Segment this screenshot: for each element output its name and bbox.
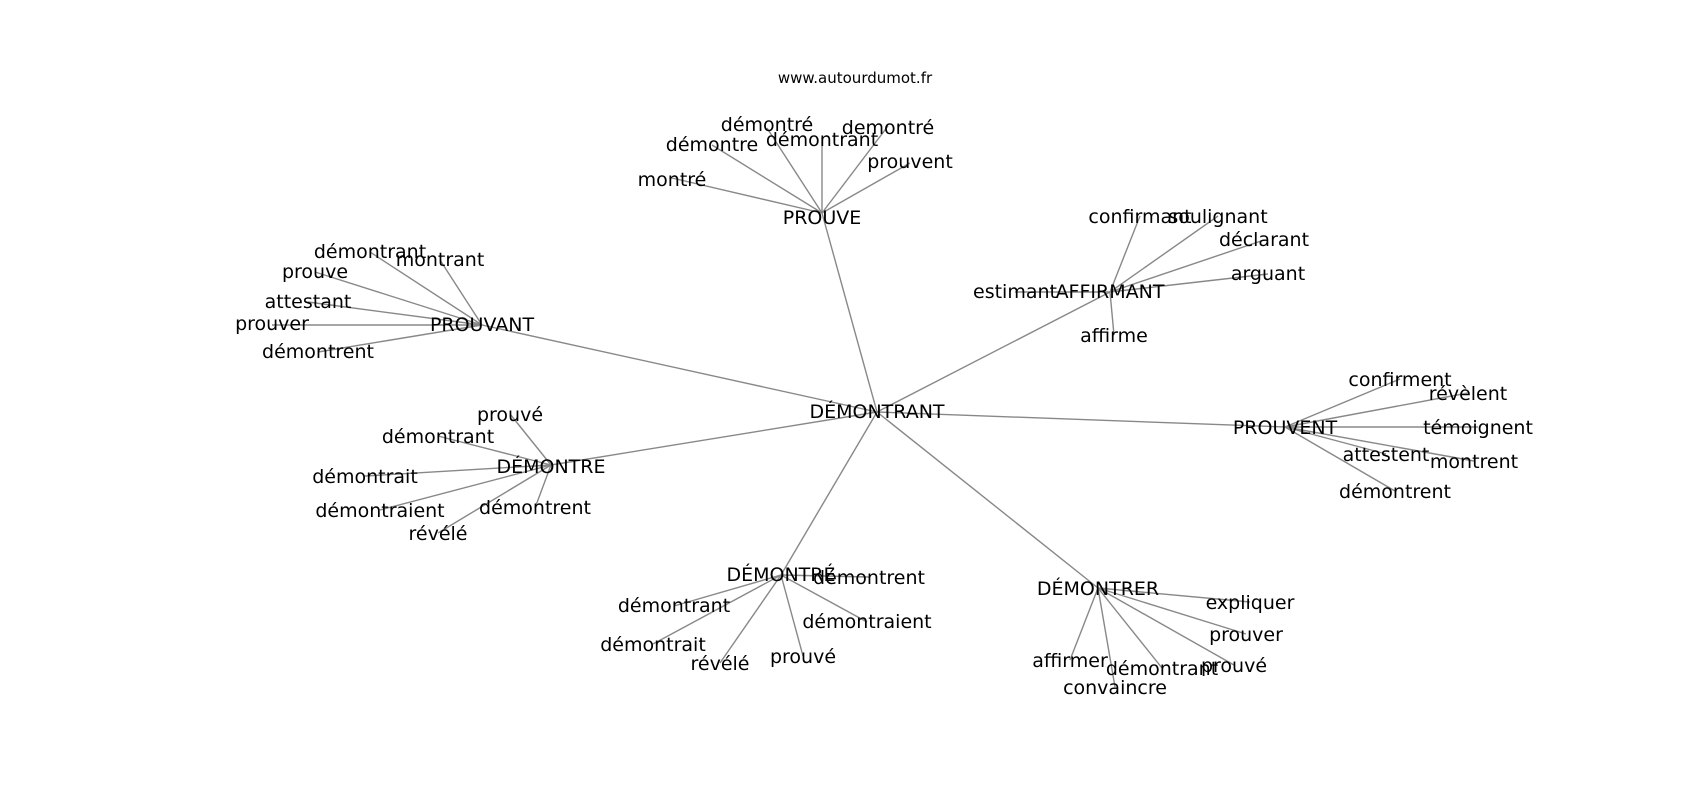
edge-center-demontrer: [876, 411, 1099, 589]
edge-center-prouve: [821, 212, 878, 413]
edge-demontre-leaf: [437, 464, 552, 534]
source-watermark: www.autourdumot.fr: [778, 69, 933, 87]
leaf-node-prouvant: démontrant: [314, 241, 426, 263]
edge-prouve-leaf: [821, 125, 889, 214]
edge-demontrer-leaf: [1097, 587, 1235, 666]
edge-prouve-leaf: [766, 127, 823, 214]
edge-demontrer-leaf: [1097, 587, 1251, 603]
edge-demontre-pp-leaf: [719, 574, 782, 664]
edge-affirmant-leaf: [1109, 215, 1219, 293]
leaf-node-prouvent: témoignent: [1423, 417, 1533, 439]
edge-center-demontre-pp: [780, 411, 878, 576]
edge-prouve-leaf: [821, 162, 911, 214]
edge-affirmant-leaf: [1109, 215, 1141, 293]
leaf-node-demontre: révélé: [409, 523, 468, 545]
edge-prouvent-leaf: [1284, 426, 1475, 462]
edge-center-demontre: [550, 411, 878, 466]
leaf-node-demontrer: convaincre: [1063, 677, 1167, 699]
edge-prouve-leaf: [671, 177, 823, 214]
leaf-node-prouvant: attestant: [265, 291, 352, 313]
hub-node-demontre: DÉMONTRE: [496, 455, 605, 478]
leaf-node-demontrer: prouvé: [1201, 655, 1267, 677]
leaf-node-demontre-pp: démontraient: [802, 611, 931, 633]
leaf-node-demontre-pp: démontrant: [618, 595, 730, 617]
edge-center-prouvant: [481, 324, 878, 413]
leaf-node-affirmant: affirme: [1080, 325, 1148, 347]
edge-prouvent-leaf: [1284, 426, 1396, 492]
edge-affirmant-leaf: [1109, 273, 1269, 293]
leaf-node-prouvant: montrant: [396, 249, 485, 271]
leaf-node-prouvant: prouve: [282, 261, 348, 283]
edge-prouvent-leaf: [1284, 378, 1401, 428]
edge-demontre-pp-leaf: [780, 574, 804, 657]
edge-demontrer-leaf: [1097, 587, 1116, 688]
leaf-node-demontrer: affirmer: [1032, 650, 1108, 672]
edge-prouvent-leaf: [1284, 392, 1469, 428]
leaf-node-demontrer: démontrant: [1106, 658, 1218, 680]
edge-prouvant-leaf: [307, 301, 483, 326]
leaf-node-prouvant: prouver: [235, 313, 309, 335]
edge-demontre-leaf: [437, 435, 552, 466]
leaf-node-demontre-pp: révélé: [691, 653, 750, 675]
edge-prouvent-leaf: [1284, 426, 1387, 455]
leaf-node-prouve: montré: [638, 169, 707, 191]
edge-demontrer-leaf: [1097, 587, 1163, 669]
leaf-node-demontre: démontrant: [382, 426, 494, 448]
edge-prouvant-leaf: [439, 259, 483, 326]
leaf-node-affirmant: confirmant: [1088, 206, 1191, 228]
edge-demontre-leaf: [379, 464, 552, 511]
leaf-node-demontre: prouvé: [477, 404, 543, 426]
hub-node-prouvant: PROUVANT: [430, 314, 535, 336]
hub-node-demontre-pp: DÉMONTRÉ: [726, 563, 835, 586]
edge-demontre-leaf: [509, 413, 552, 466]
leaf-node-demontrer: prouver: [1209, 624, 1283, 646]
edge-demontrer-leaf: [1097, 587, 1247, 635]
leaf-node-prouvent: confirment: [1348, 369, 1451, 391]
edge-center-prouvent: [876, 411, 1286, 428]
hub-node-prouvent: PROUVENT: [1233, 417, 1338, 439]
leaf-node-demontre-pp: démontrent: [813, 567, 925, 589]
leaf-node-prouve: demontré: [842, 117, 934, 139]
graph-edges: [272, 125, 1478, 688]
leaf-node-prouve: démontré: [721, 114, 813, 136]
edge-demontre-pp-leaf: [780, 574, 868, 623]
leaf-node-affirmant: déclarant: [1219, 229, 1309, 251]
edge-prouvant-leaf: [317, 324, 483, 353]
center-node-label: DÉMONTRANT: [809, 400, 944, 423]
leaf-node-demontrer: expliquer: [1206, 592, 1295, 614]
edge-demontre-pp-leaf: [652, 574, 782, 645]
edge-prouvant-leaf: [314, 271, 483, 326]
hub-node-demontrer: DÉMONTRER: [1037, 577, 1159, 600]
leaf-node-affirmant: arguant: [1231, 263, 1305, 285]
leaf-node-prouvent: montrent: [1430, 451, 1518, 473]
edge-affirmant-leaf: [1109, 239, 1265, 293]
leaf-node-demontre: démontrent: [479, 497, 591, 519]
hub-node-prouve: PROUVE: [783, 207, 862, 229]
edge-demontrer-leaf: [1069, 587, 1099, 661]
edge-center-affirmant: [876, 291, 1111, 413]
leaf-node-prouve: démontre: [666, 134, 758, 156]
leaf-node-prouve: prouvent: [867, 151, 953, 173]
edge-demontre-pp-leaf: [780, 574, 870, 578]
leaf-node-demontre-pp: prouvé: [770, 646, 836, 668]
leaf-node-prouvent: révèlent: [1429, 383, 1507, 405]
leaf-node-demontre-pp: démontrait: [600, 634, 706, 656]
leaf-node-demontre: démontraient: [315, 500, 444, 522]
edge-affirmant-leaf: [1109, 291, 1115, 336]
edge-demontre-leaf: [364, 464, 552, 477]
edge-demontre-leaf: [534, 464, 552, 509]
edge-prouvant-leaf: [369, 251, 483, 326]
edge-demontre-pp-leaf: [673, 574, 782, 607]
leaf-node-prouve: démontrant: [766, 129, 878, 151]
edge-prouve-leaf: [711, 144, 823, 214]
leaf-node-prouvant: démontrent: [262, 341, 374, 363]
leaf-node-affirmant: soulignant: [1168, 206, 1267, 228]
leaf-node-prouvent: attestent: [1343, 444, 1430, 466]
leaf-node-prouvent: démontrent: [1339, 481, 1451, 503]
leaf-node-demontre: démontrait: [312, 466, 418, 488]
leaf-node-affirmant: estimant: [973, 281, 1057, 303]
hub-node-affirmant: AFFIRMANT: [1056, 281, 1165, 303]
